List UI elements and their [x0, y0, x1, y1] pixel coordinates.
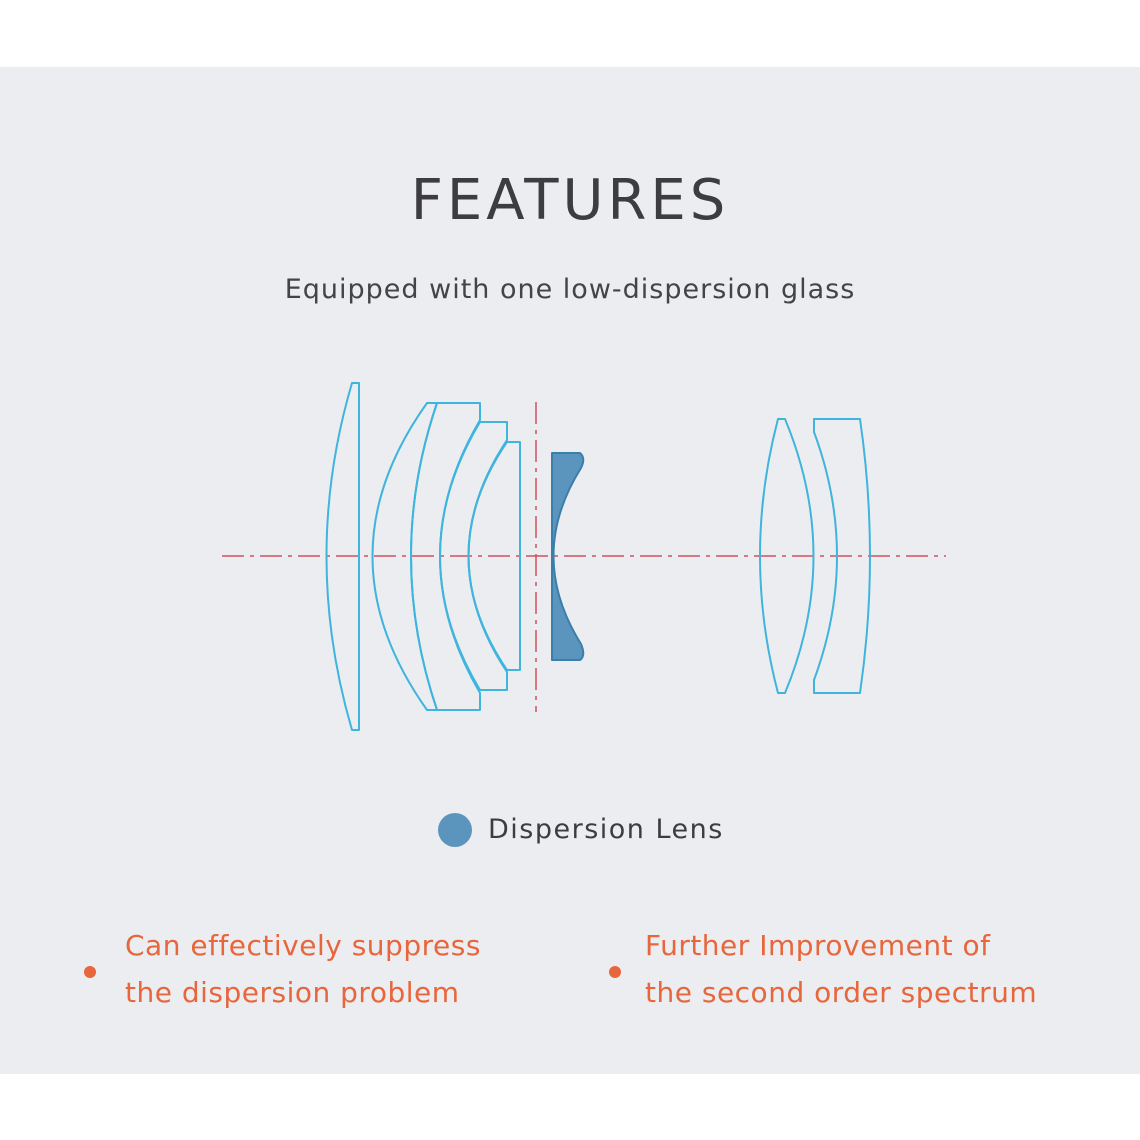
feature-line: the second order spectrum	[645, 976, 1038, 1009]
bullet-icon	[84, 966, 96, 978]
feature-line: Can effectively suppress	[125, 929, 481, 962]
page-title: FEATURES	[410, 168, 730, 233]
legend-label: Dispersion Lens	[488, 814, 724, 845]
feature-text: Can effectively suppress the dispersion …	[125, 922, 481, 1016]
feature-line: Further Improvement of	[645, 929, 991, 962]
bullet-icon	[609, 966, 621, 978]
diagram-legend: Dispersion Lens	[438, 812, 724, 848]
features-panel	[0, 67, 1140, 1074]
lens-element-5	[467, 441, 521, 671]
feature-line: the dispersion problem	[125, 976, 460, 1009]
page-subtitle: Equipped with one low-dispersion glass	[284, 274, 856, 305]
dispersion-lens-element	[551, 452, 585, 661]
feature-item-2: Further Improvement of the second order …	[609, 922, 1037, 1016]
lens-element-7	[813, 418, 871, 694]
feature-item-1: Can effectively suppress the dispersion …	[84, 922, 481, 1016]
feature-text: Further Improvement of the second order …	[645, 922, 1037, 1016]
lens-element-6	[759, 418, 815, 694]
legend-swatch	[438, 813, 472, 847]
lens-element-1	[325, 382, 360, 731]
